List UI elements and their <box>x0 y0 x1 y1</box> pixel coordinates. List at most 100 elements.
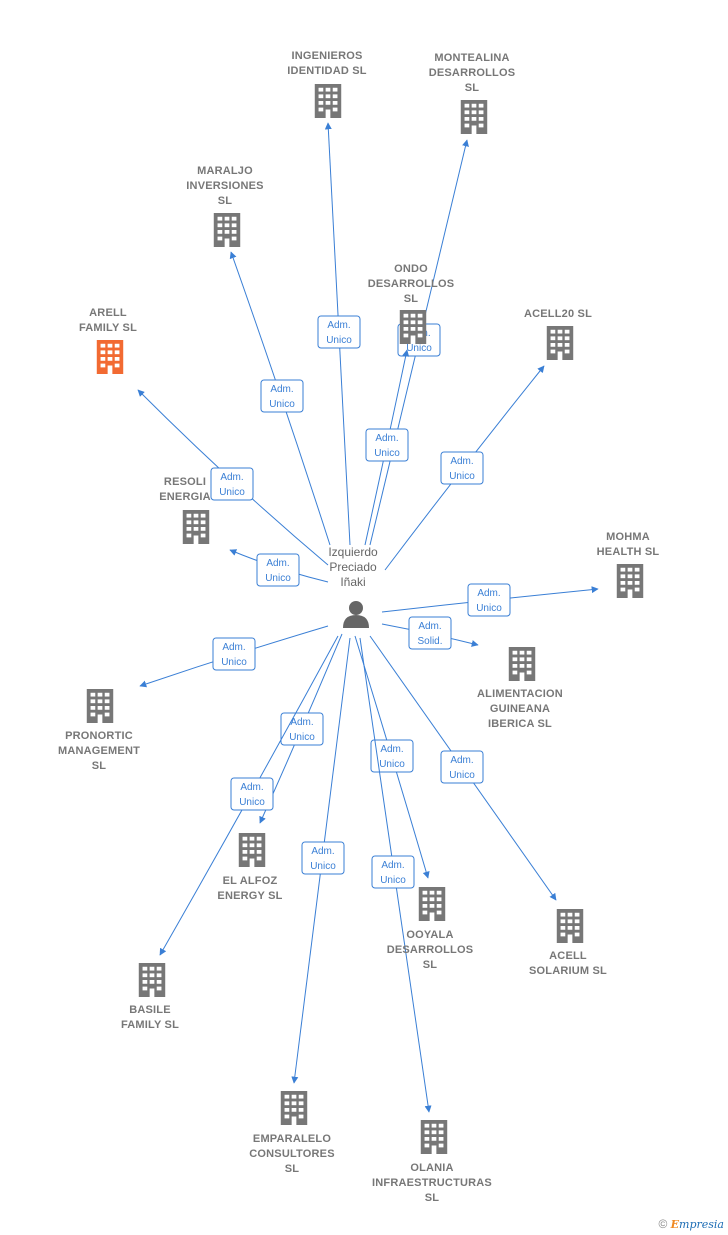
role-text: Unico <box>379 759 405 770</box>
company-label: DESARROLLOS <box>429 67 516 79</box>
company-label: ALIMENTACION <box>477 688 563 700</box>
edge-emparalelo: Adm. Unico <box>291 637 351 1084</box>
role-badge-box <box>365 428 409 462</box>
role-badge[interactable]: Adm.Unico <box>317 315 361 349</box>
role-badge[interactable]: Adm.Unico <box>212 637 256 671</box>
company-label: SOLARIUM SL <box>529 965 607 977</box>
building-icon <box>616 564 644 598</box>
building-icon <box>86 689 114 723</box>
edge-acell20: Adm.Unico <box>384 365 545 571</box>
role-text: Adm. <box>270 384 293 395</box>
person-name: Izquierdo <box>328 545 378 559</box>
role-badge-box <box>370 739 414 773</box>
company-label: GUINEANA <box>490 703 550 715</box>
company-label: OLANIA <box>410 1162 453 1174</box>
company-label: IBERICA SL <box>488 718 552 730</box>
company-node-elalfoz[interactable]: EL ALFOZ ENERGY SL <box>217 833 282 902</box>
company-label: HEALTH SL <box>597 546 660 558</box>
role-badge[interactable]: Adm.Solid. <box>408 616 452 650</box>
role-text: Unico <box>219 487 245 498</box>
company-label: MARALJO <box>197 165 253 177</box>
company-label: ARELL <box>89 307 127 319</box>
role-badge[interactable]: Adm. Unico <box>440 750 484 784</box>
role-badge-box <box>408 616 452 650</box>
company-label: BASILE <box>129 1004 171 1016</box>
company-label: SL <box>425 1192 440 1204</box>
edge-ondo: Adm. Unico <box>364 349 410 546</box>
company-label: SL <box>92 760 107 772</box>
company-label: EMPARALELO <box>253 1133 331 1145</box>
role-text: Unico <box>374 448 400 459</box>
company-label: DESARROLLOS <box>368 278 455 290</box>
role-badge[interactable]: Adm.Unico <box>440 451 484 485</box>
role-badge-box <box>371 855 415 889</box>
company-label: SL <box>218 195 233 207</box>
role-badge[interactable]: Adm. Unico <box>260 379 304 413</box>
company-label: ENERGY SL <box>217 890 282 902</box>
company-node-ondo[interactable]: ONDO DESARROLLOS SL <box>368 263 455 344</box>
person-name: Preciado <box>329 560 377 574</box>
building-icon <box>314 84 342 118</box>
company-label: SL <box>423 959 438 971</box>
role-text: Unico <box>449 770 475 781</box>
role-text: Adm. <box>380 744 403 755</box>
role-badge[interactable]: Adm.Unico <box>371 855 415 889</box>
role-badge-box <box>467 583 511 617</box>
role-text: Adm. <box>450 755 473 766</box>
company-label: PRONORTIC <box>65 730 133 742</box>
building-icon <box>460 100 488 134</box>
company-label: RESOLI <box>164 476 206 488</box>
role-text: Unico <box>269 399 295 410</box>
company-label: EL ALFOZ <box>223 875 278 887</box>
empresia-logo[interactable]: Empresia <box>671 1218 724 1231</box>
building-icon <box>280 1091 308 1125</box>
company-node-acell20[interactable]: ACELL20 SL <box>524 308 592 360</box>
copyright-symbol: © <box>658 1217 668 1231</box>
company-label: MOHMA <box>606 531 650 543</box>
company-node-acellsolarium[interactable]: ACELL SOLARIUM SL <box>529 909 607 977</box>
role-badge-box <box>230 777 274 811</box>
role-badge[interactable]: Adm.Unico <box>467 583 511 617</box>
role-text: Unico <box>289 732 315 743</box>
company-label: ACELL <box>549 950 587 962</box>
role-badge-box <box>317 315 361 349</box>
role-badge[interactable]: Adm.Unico <box>230 777 274 811</box>
role-badge[interactable]: Adm. Unico <box>210 467 254 501</box>
role-text: Adm. <box>327 320 350 331</box>
role-text: Adm. <box>311 846 334 857</box>
role-badge-box <box>440 451 484 485</box>
company-node-olania[interactable]: OLANIA INFRAESTRUCTURAS SL <box>372 1120 492 1204</box>
company-label: CONSULTORES <box>249 1148 335 1160</box>
role-badge-box <box>260 379 304 413</box>
company-label: SL <box>404 293 419 305</box>
building-icon <box>138 963 166 997</box>
role-text: Unico <box>449 471 475 482</box>
role-badge[interactable]: Adm.Unico <box>256 553 300 587</box>
role-badge[interactable]: Adm. Unico <box>370 739 414 773</box>
company-node-alimentacion[interactable]: ALIMENTACION GUINEANA IBERICA SL <box>477 647 563 730</box>
company-node-pronortic[interactable]: PRONORTIC MANAGEMENT SL <box>58 689 140 772</box>
role-badge[interactable]: Adm. Unico <box>365 428 409 462</box>
role-text: Adm. <box>220 472 243 483</box>
company-node-mohma[interactable]: MOHMA HEALTH SL <box>597 531 660 598</box>
company-label: MANAGEMENT <box>58 745 140 757</box>
building-icon <box>182 510 210 544</box>
edge-pronortic: Adm.Unico <box>139 625 329 688</box>
company-label: SL <box>465 82 480 94</box>
role-text: Unico <box>265 573 291 584</box>
company-label: INFRAESTRUCTURAS <box>372 1177 492 1189</box>
company-label: IDENTIDAD SL <box>287 65 366 77</box>
role-text: Adm. <box>375 433 398 444</box>
company-label: ONDO <box>394 263 428 275</box>
role-badge[interactable]: Adm.Unico <box>301 841 345 875</box>
